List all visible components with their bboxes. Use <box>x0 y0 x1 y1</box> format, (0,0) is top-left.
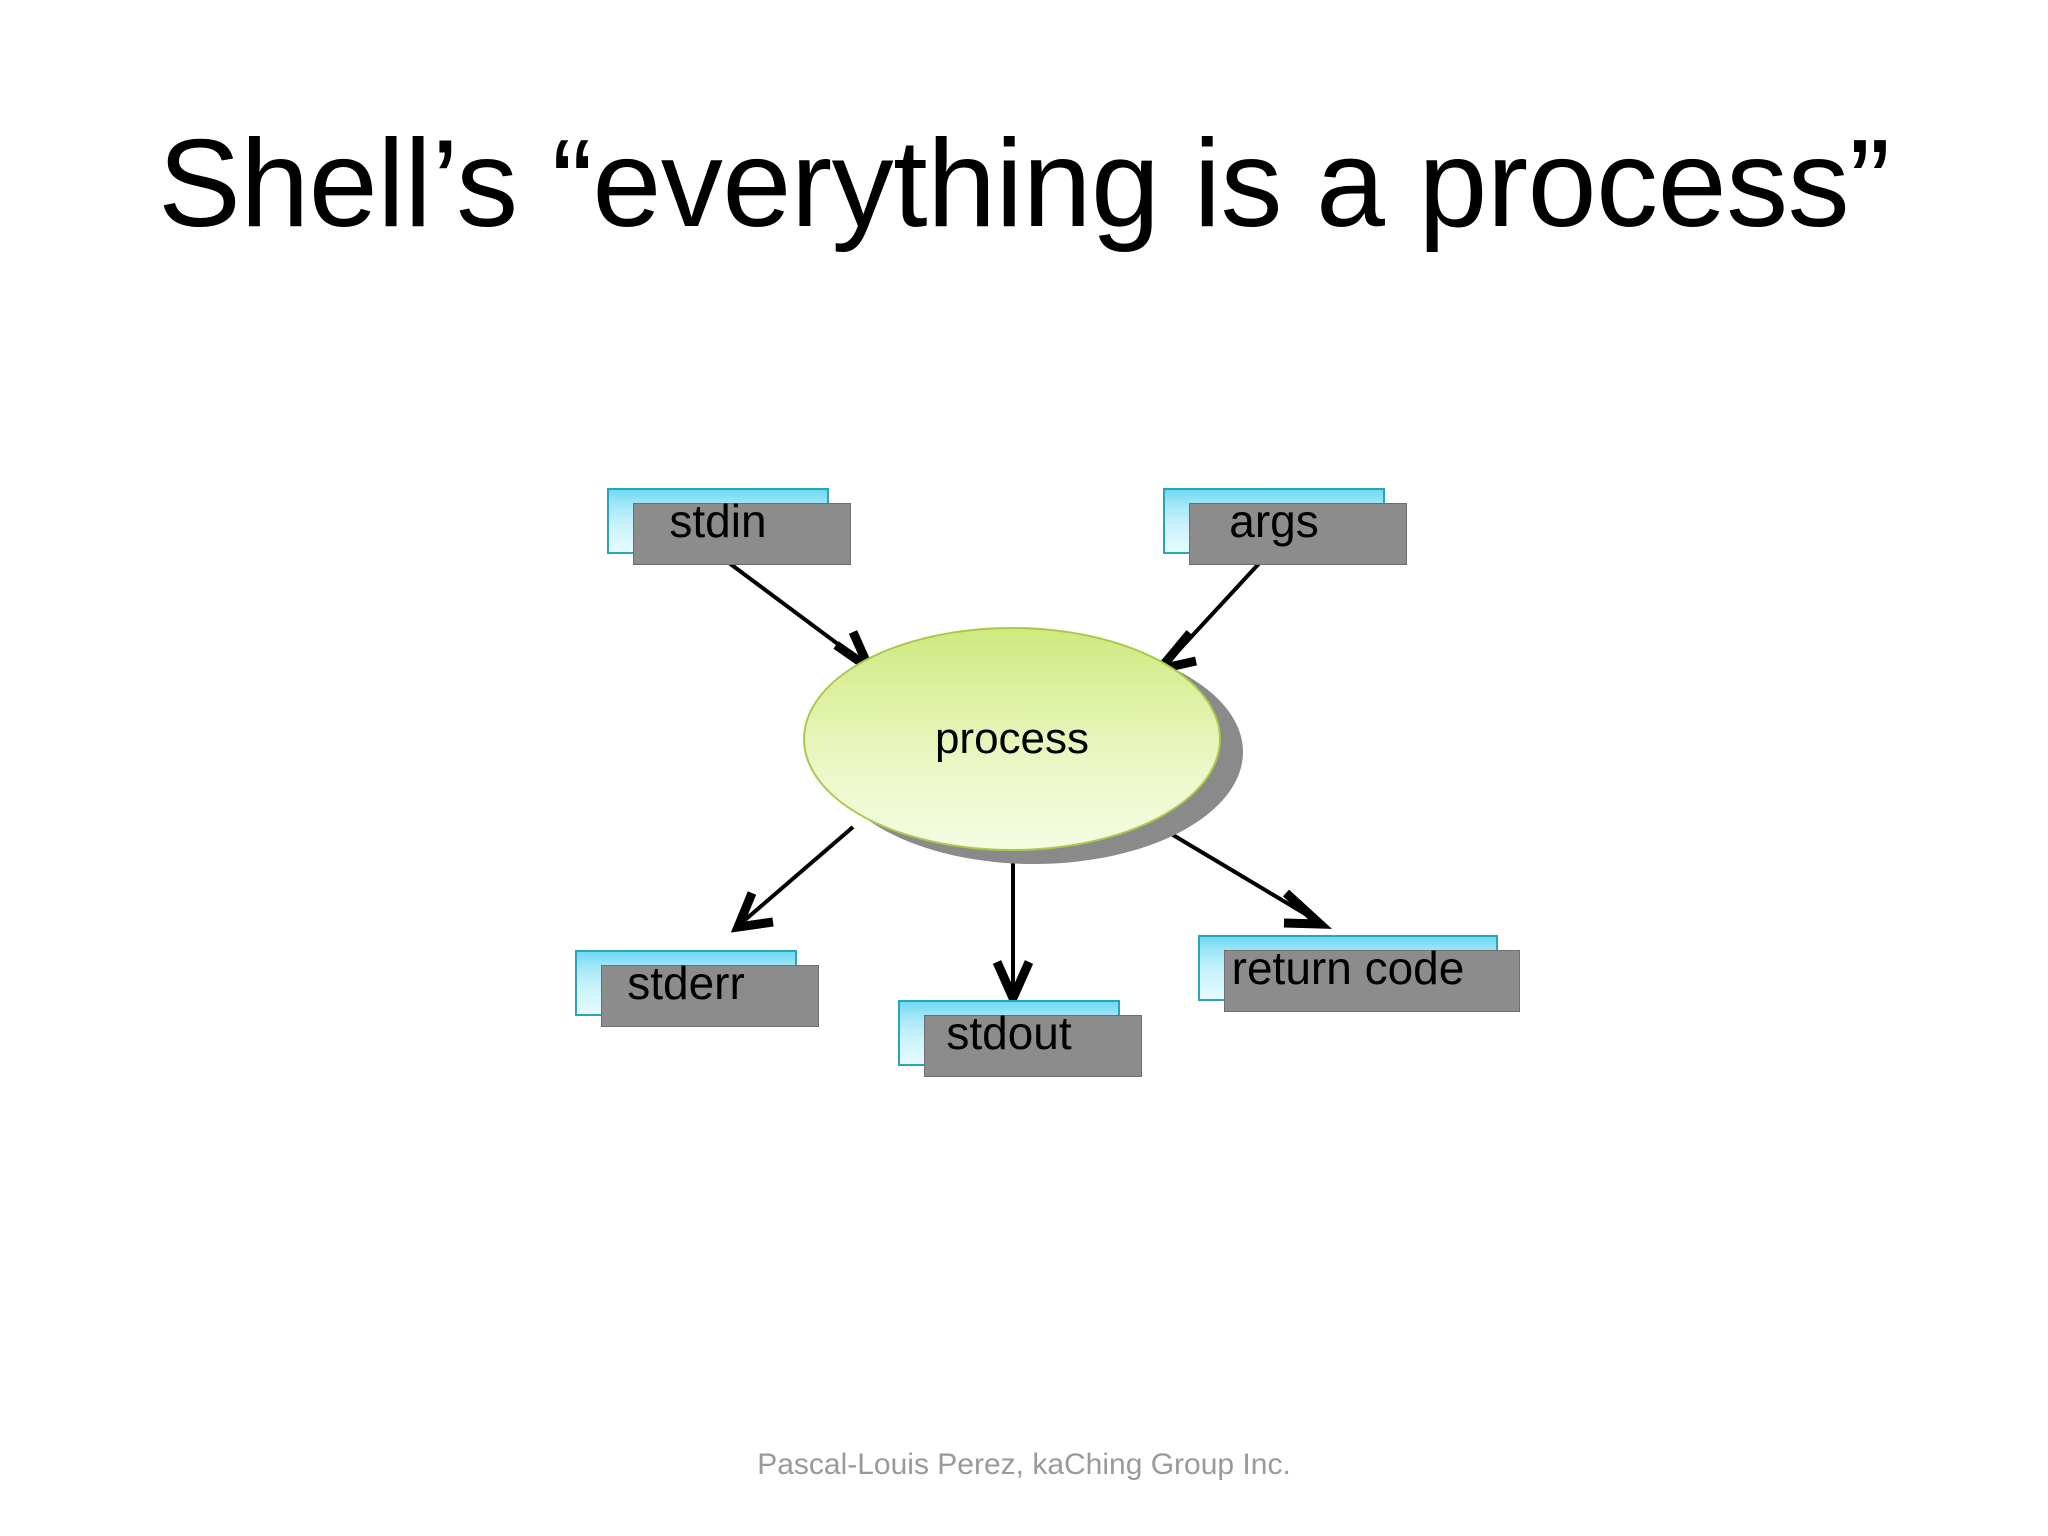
node-process[interactable]: process <box>803 627 1243 864</box>
edge-process-to-stdout <box>992 855 1034 1010</box>
node-stdin[interactable]: stdin <box>607 488 851 565</box>
node-process-label: process <box>934 714 1090 763</box>
node-stdout-label: stdout <box>946 1007 1072 1059</box>
page-title: Shell’s “everything is a process” <box>158 115 1890 253</box>
slide-footer: Pascal-Louis Perez, kaChing Group Inc. <box>757 1448 1291 1481</box>
node-stdout[interactable]: stdout <box>898 1000 1142 1077</box>
node-args-label: args <box>1229 495 1319 547</box>
node-process-body: process <box>803 627 1221 851</box>
node-return-code-label: return code <box>1231 942 1465 994</box>
node-stderr-label: stderr <box>627 957 745 1009</box>
node-return-code[interactable]: return code <box>1198 935 1520 1012</box>
node-args[interactable]: args <box>1163 488 1407 565</box>
node-stderr[interactable]: stderr <box>575 950 819 1027</box>
node-stdin-label: stdin <box>669 495 767 547</box>
